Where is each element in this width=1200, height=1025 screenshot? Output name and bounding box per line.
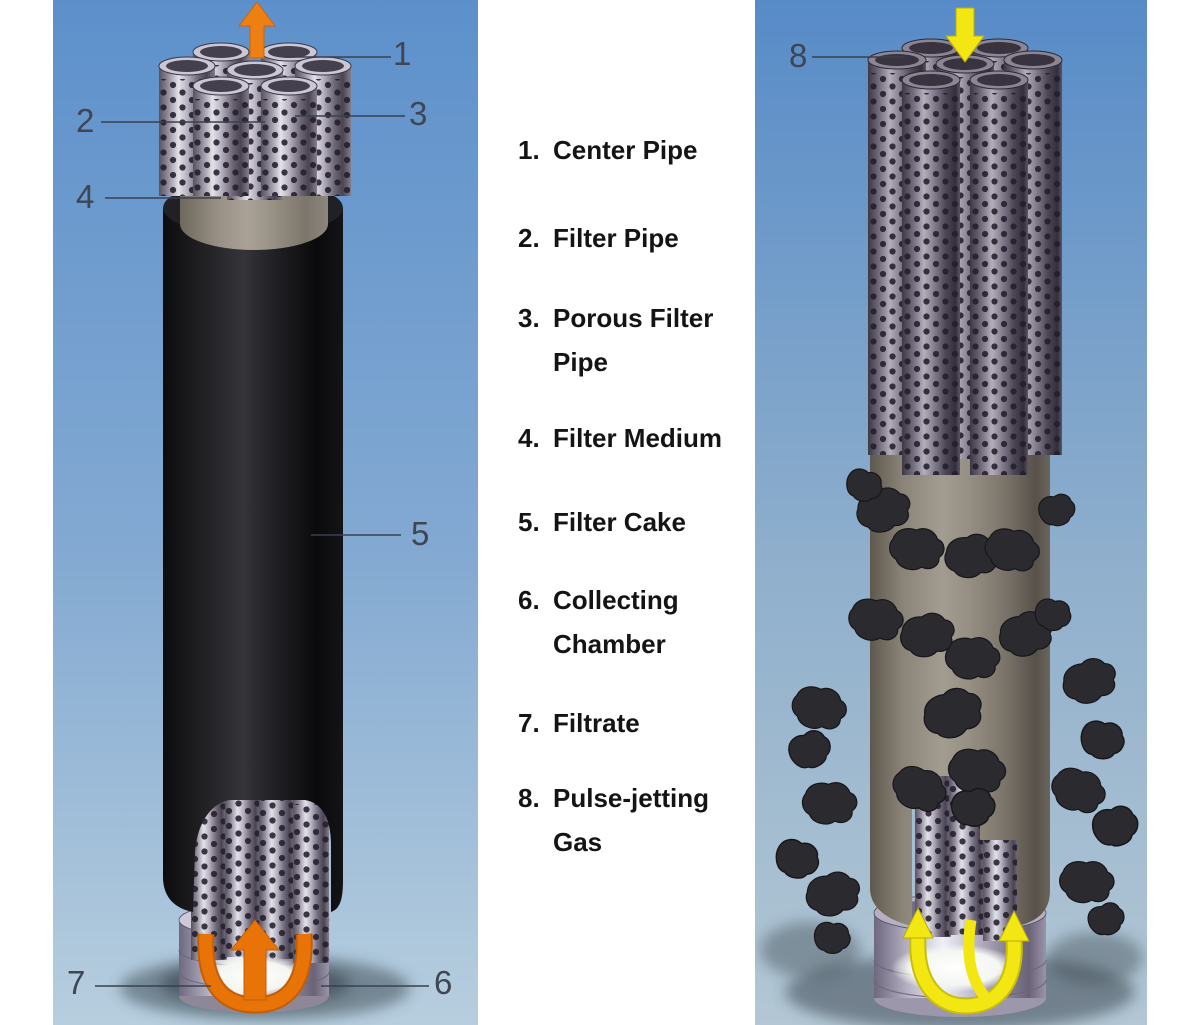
- legend-number: 6.: [518, 585, 540, 615]
- legend-label: Filter Pipe: [553, 223, 679, 253]
- legend-item-1: 1. Center Pipe: [518, 128, 698, 172]
- porous-pipes-top: [867, 38, 1063, 476]
- callout-number-3: 3: [409, 95, 428, 132]
- callout-number-6: 6: [434, 964, 453, 1001]
- callout-lines-left: [95, 56, 429, 987]
- filtrate-out-arrow: [238, 1, 276, 59]
- legend-label: Pulse-jetting: [553, 783, 710, 813]
- left-figure-panel: 1 2 3 4 5 6 7: [53, 0, 478, 1025]
- callout-number-8: 8: [789, 37, 808, 74]
- legend-label: Filter Cake: [553, 507, 686, 537]
- legend-number: 5.: [518, 507, 540, 537]
- legend-label: Filter Medium: [553, 423, 723, 453]
- pulse-gas-sweep-arrow: [902, 906, 1030, 1015]
- legend-item-7: 7. Filtrate: [518, 701, 640, 745]
- legend-panel: 1. Center Pipe 2. Filter Pipe 3. Porous …: [478, 0, 755, 1025]
- legend-item-4: 4. Filter Medium: [518, 416, 722, 460]
- legend-number: 3.: [518, 303, 540, 333]
- legend-number: 1.: [518, 135, 540, 165]
- legend-label: Filtrate: [553, 708, 640, 738]
- right-figure: [755, 0, 1147, 1025]
- legend-label: Center Pipe: [553, 135, 698, 165]
- legend-number: 2.: [518, 223, 540, 253]
- callout-number-7: 7: [67, 964, 86, 1001]
- pulse-gas-in-arrow: [945, 7, 985, 63]
- callout-number-5: 5: [411, 515, 430, 552]
- legend-number: 8.: [518, 783, 540, 813]
- legend-item-2: 2. Filter Pipe: [518, 216, 679, 260]
- legend-number: 7.: [518, 708, 540, 738]
- legend-label: Porous Filter: [553, 303, 714, 333]
- legend-item-5: 5. Filter Cake: [518, 500, 686, 544]
- callout-number-1: 1: [393, 35, 412, 72]
- legend-number: 4.: [518, 423, 540, 453]
- filtrate-collect-arrow: [197, 919, 313, 1014]
- callout-number-2: 2: [76, 102, 95, 139]
- legend-label: Collecting: [553, 585, 679, 615]
- callout-number-4: 4: [76, 178, 95, 215]
- right-figure-panel: 8: [755, 0, 1147, 1025]
- left-figure: [53, 0, 478, 1025]
